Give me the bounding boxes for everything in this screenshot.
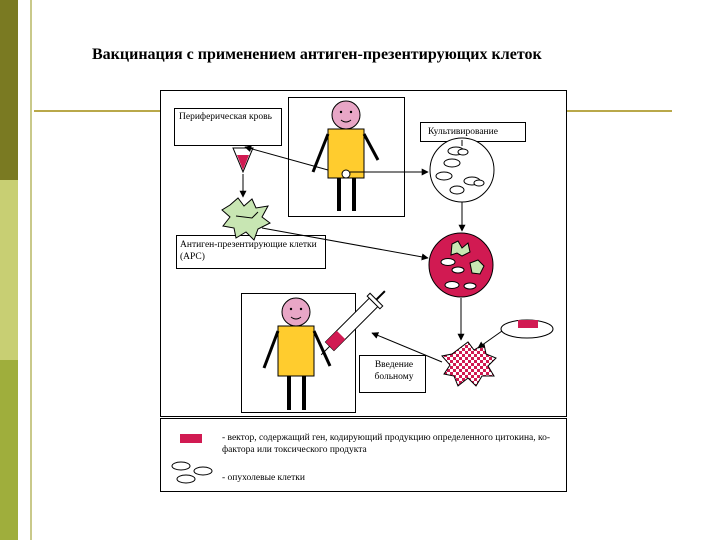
accent-bar-top — [0, 0, 18, 180]
patient-bottom-figure — [262, 297, 332, 410]
vector-ring-icon — [500, 319, 554, 339]
culture-label: Культивирование — [428, 127, 498, 137]
injection-label-box — [359, 355, 426, 393]
blood-label-box — [174, 108, 282, 146]
apc-label-box — [176, 235, 326, 269]
accent-bar-middle — [0, 180, 18, 360]
patient-top-figure — [311, 100, 380, 211]
syringe-icon — [320, 290, 386, 356]
modified-apc-icon — [441, 341, 497, 387]
header-rule-left — [34, 110, 160, 112]
culture-dish — [429, 137, 495, 203]
arrow-apc-to-dish — [261, 227, 429, 261]
blood-label: Периферическая кровь — [179, 112, 272, 122]
legend-tumor-icon — [171, 461, 213, 484]
arrow-patient-to-blood — [244, 145, 329, 171]
apc-cell-icon — [221, 197, 271, 241]
vertical-rule — [30, 0, 32, 540]
accent-bar-bottom — [0, 360, 18, 540]
modified-cells-dish — [428, 232, 494, 298]
legend-vector-swatch — [180, 434, 202, 443]
blood-sample-icon — [232, 147, 254, 174]
injection-label: Введение больному — [374, 360, 414, 382]
header-rule-right — [566, 110, 672, 112]
arrow-vector-to-cell — [477, 330, 503, 349]
slide-title: Вакцинация с применением антиген-презент… — [92, 46, 542, 63]
apc-label: Антиген-презентирующие клетки (АРС) — [180, 240, 317, 262]
legend-tumor-text: - опухолевые клетки — [222, 473, 305, 483]
arrow-cell-to-syringe — [371, 332, 443, 363]
legend-frame — [160, 418, 567, 492]
legend-vector-text: - вектор, содержащий ген, кодирующий про… — [222, 433, 551, 455]
